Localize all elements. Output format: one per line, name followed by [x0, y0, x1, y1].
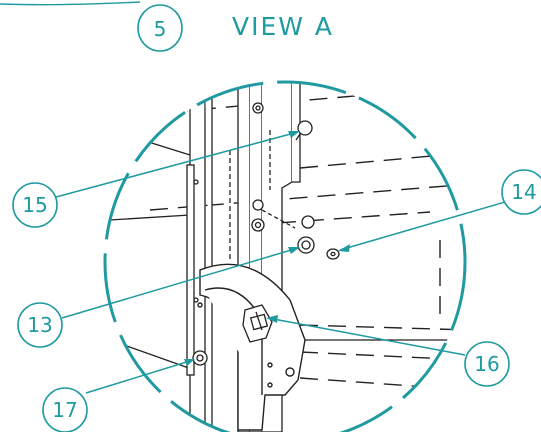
detail-circle-outline: [103, 80, 467, 437]
leader-16: [267, 317, 466, 356]
detail-content: [109, 82, 465, 433]
callout-label-17: 17: [52, 398, 77, 422]
callout-5: 5: [0, 1, 183, 52]
leader-15: [55, 131, 299, 198]
bolt-13-part: [297, 236, 315, 254]
callout-label-14: 14: [511, 180, 536, 204]
leader-5: [0, 1, 141, 6]
arrow-16: [266, 315, 278, 323]
latch-handle: [242, 304, 273, 343]
arrow-17: [184, 359, 195, 366]
callout-label-15: 15: [22, 193, 47, 217]
callout-label-13: 13: [27, 313, 52, 337]
callout-14: 14: [501, 169, 541, 215]
leader-14: [339, 199, 513, 251]
arrow-14: [338, 244, 350, 252]
leader-arrowheads: [184, 131, 350, 366]
curved-bracket: [197, 263, 306, 431]
view-title: VIEW A: [232, 12, 334, 41]
callout-label-5: 5: [154, 17, 167, 41]
arrow-13: [288, 247, 300, 254]
callout-16: 16: [464, 341, 510, 387]
left-panel: [186, 82, 213, 433]
leader-13: [61, 247, 299, 319]
bubble-16: [464, 341, 510, 387]
leader-17: [85, 359, 194, 394]
washer-14-part: [326, 248, 340, 260]
bubble-5: [137, 4, 183, 52]
callout-15: 15: [12, 182, 58, 228]
callout-label-16: 16: [474, 352, 499, 376]
callout-13: 13: [17, 302, 63, 348]
bubble-15: [12, 182, 58, 228]
post-fasteners: [251, 102, 315, 232]
arrow-15: [288, 131, 300, 138]
leader-lines: [55, 131, 513, 394]
bubble-14: [501, 169, 541, 215]
foot-17-part: [192, 350, 208, 366]
bubble-13: [17, 302, 63, 348]
callout-17: 17: [42, 387, 88, 433]
